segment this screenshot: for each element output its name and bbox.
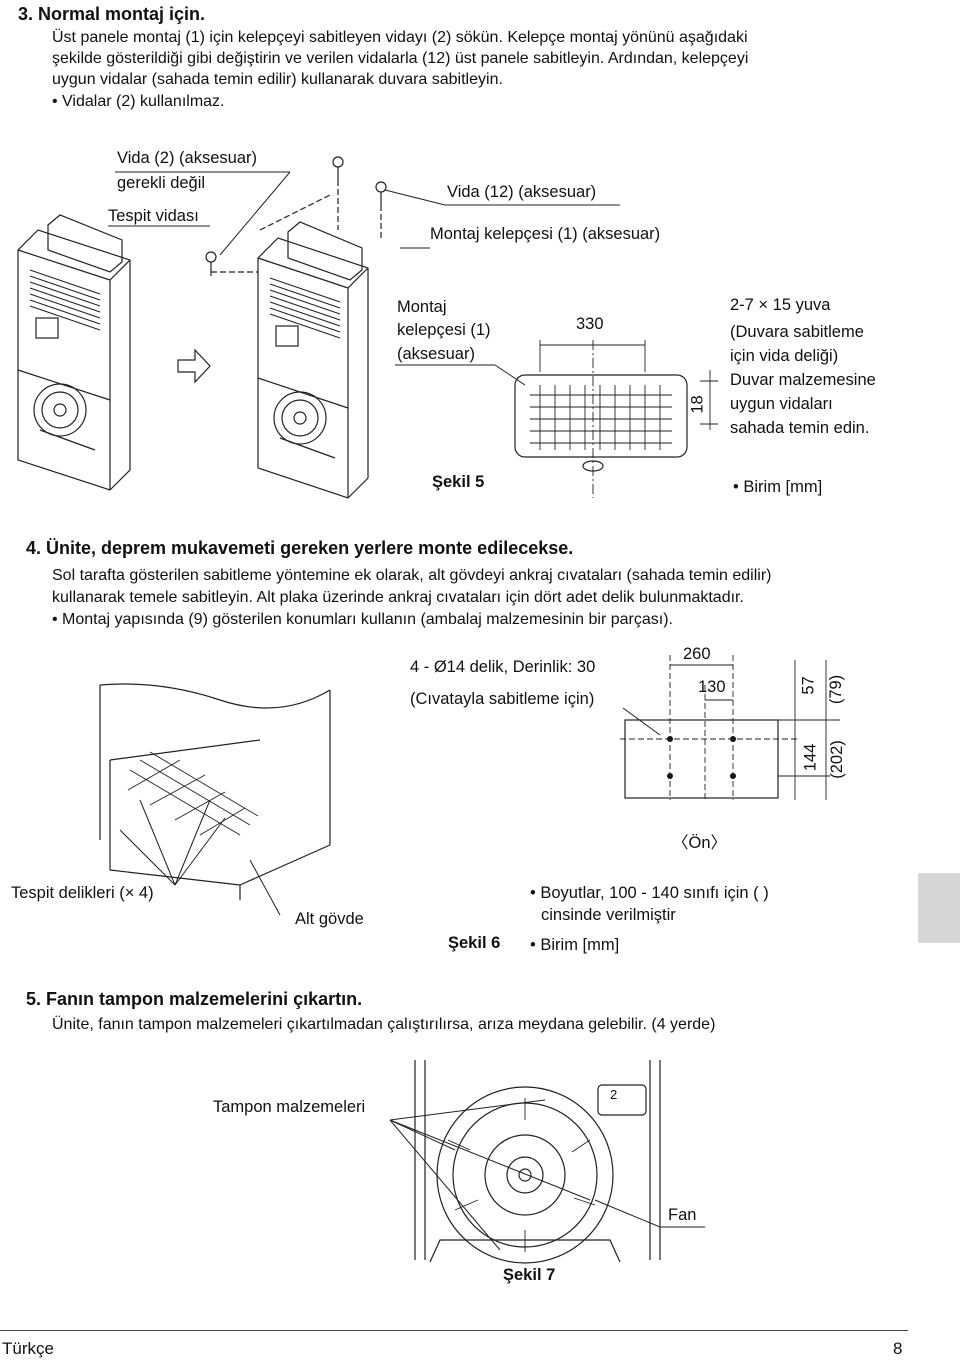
footer-rule (0, 1330, 908, 1331)
footer-page-number: 8 (893, 1339, 903, 1358)
fig5-yuva-6: sahada temin edin. (730, 419, 870, 437)
fig7-fan-drawing (389, 1060, 705, 1264)
section-3-text-2: şekilde gösterildiği gibi değiştirin ve … (52, 50, 749, 67)
fig7-caption: Şekil 7 (503, 1266, 556, 1284)
fig6-base-drawing (99, 683, 331, 916)
fig6-dim-57: 57 (799, 676, 818, 695)
fig6-dim-79: (79) (827, 674, 846, 705)
section-4-text-2: kullanarak temele sabitleyin. Alt plaka … (52, 589, 744, 606)
fig6-dim-202: (202) (827, 740, 846, 779)
fig6-dim-260: 260 (683, 645, 711, 663)
section-4-heading: 4. Ünite, deprem mukavemeti gereken yerl… (26, 538, 574, 558)
fig5-label-montaj-1: Montaj (397, 298, 447, 316)
section-3-heading: 3. Normal montaj için. (18, 4, 206, 24)
fig5-label-montaj-3: (aksesuar) (397, 345, 475, 363)
section-3-bullet-text: Vidalar (2) kullanılmaz. (62, 93, 225, 110)
fig6-birim: • Birim [mm] (530, 936, 620, 954)
fig7-label-fan: Fan (668, 1206, 697, 1224)
section-5-text-1: Ünite, fanın tampon malzemeleri çıkartıl… (52, 1016, 716, 1033)
fig5-unit-left (17, 214, 131, 491)
section-3-bullet: • Vidalar (2) kullanılmaz. (52, 93, 225, 110)
fig7-box-number: 2 (610, 1087, 618, 1102)
fig6-plan-drawing (620, 655, 840, 800)
fig5-label-vida12: Vida (12) (aksesuar) (447, 183, 597, 201)
fig5-yuva-1: 2-7 × 15 yuva (730, 296, 831, 314)
fig5-unit-right (257, 221, 369, 499)
fig5-label-kelepce: Montaj kelepçesi (1) (aksesuar) (430, 225, 661, 243)
fig5-birim-text: Birim [mm] (743, 478, 823, 496)
fig6-caption: Şekil 6 (448, 934, 501, 952)
fig7-label-tampon: Tampon malzemeleri (213, 1098, 366, 1116)
side-tab (918, 873, 960, 943)
fig5-label-tespit: Tespit vidası (108, 207, 199, 225)
fig5-yuva-2: (Duvara sabitleme (730, 323, 864, 341)
fig6-boyut-1: • Boyutlar, 100 - 140 sınıfı için ( ) (530, 884, 769, 902)
fig5-yuva-5: uygun vidaları (730, 395, 833, 413)
fig6-label-alt-govde: Alt gövde (295, 910, 364, 928)
section-3-text-1: Üst panele montaj (1) için kelepçeyi sab… (52, 29, 748, 46)
section-4-text-1: Sol tarafta gösterilen sabitleme yöntemi… (52, 567, 772, 584)
section-3-text-3: uygun vidalar (sahada temin edilir) kull… (52, 71, 503, 88)
fig5-bracket (395, 340, 718, 498)
fig5-label-vida2-line2: gerekli değil (117, 174, 206, 192)
fig5-dim-330: 330 (576, 315, 604, 333)
section-5-heading: 5. Fanın tampon malzemelerini çıkartın. (26, 989, 363, 1009)
fig5-caption: Şekil 5 (432, 473, 485, 491)
fig5-yuva-4: Duvar malzemesine (730, 371, 876, 389)
fig6-birim-text: Birim [mm] (540, 936, 620, 954)
footer-language: Türkçe (2, 1339, 54, 1358)
fig5-label-vida2-line1: Vida (2) (aksesuar) (117, 149, 258, 167)
fig6-dim-130: 130 (698, 678, 726, 696)
fig5-yuva-3: için vida deliği) (730, 347, 839, 365)
fig6-label-civata: (Cıvatayla sabitleme için) (410, 690, 595, 708)
fig5-label-montaj-2: kelepçesi (1) (397, 321, 491, 339)
section-4-bullet: • Montaj yapısında (9) gösterilen konuml… (52, 611, 673, 628)
fig6-label-on: 〈Ön〉 (672, 834, 728, 852)
fig6-boyut-2: cinsinde verilmiştir (541, 906, 676, 924)
section-4-bullet-text: Montaj yapısında (9) gösterilen konumlar… (62, 611, 673, 628)
fig5-screws (205, 156, 387, 276)
fig5-dim-18: 18 (688, 395, 707, 414)
fig6-dim-144: 144 (801, 743, 820, 772)
fig6-label-tespit-delikleri: Tespit delikleri (× 4) (11, 884, 154, 902)
fig6-label-delik: 4 - Ø14 delik, Derinlik: 30 (410, 658, 596, 676)
fig5-birim: • Birim [mm] (733, 478, 823, 496)
fig6-boyut-1-text: Boyutlar, 100 - 140 sınıfı için ( ) (540, 884, 769, 902)
fig5-arrow (177, 348, 211, 384)
